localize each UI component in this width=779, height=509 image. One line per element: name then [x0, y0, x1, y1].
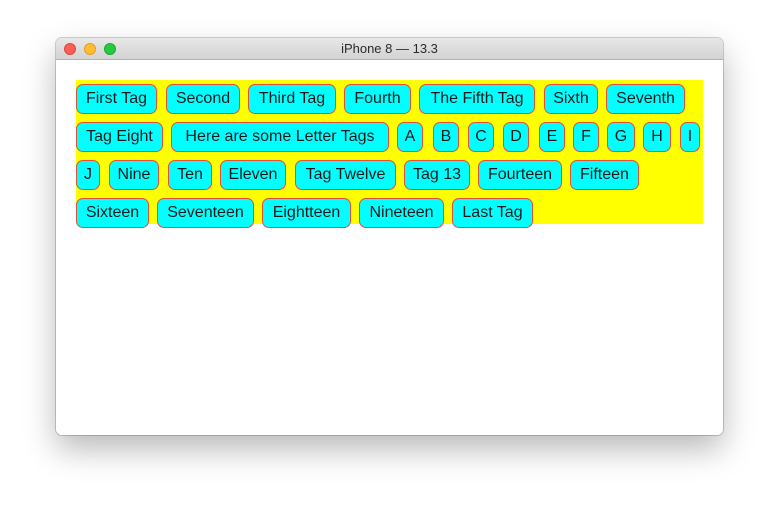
tag-nineteen[interactable]: Nineteen [359, 198, 444, 228]
tag-second[interactable]: Second [166, 84, 240, 114]
tag-f[interactable]: F [573, 122, 599, 152]
tag-i[interactable]: I [680, 122, 700, 152]
tag-tag-13[interactable]: Tag 13 [404, 160, 470, 190]
tag-seventh[interactable]: Seventh [606, 84, 685, 114]
tag-j[interactable]: J [76, 160, 100, 190]
tag-fourth[interactable]: Fourth [344, 84, 411, 114]
tag-b[interactable]: B [433, 122, 459, 152]
tag-e[interactable]: E [539, 122, 565, 152]
tag-c[interactable]: C [468, 122, 494, 152]
tag-tag-eight[interactable]: Tag Eight [76, 122, 163, 152]
tag-d[interactable]: D [503, 122, 529, 152]
tag-seventeen[interactable]: Seventeen [157, 198, 254, 228]
tag-ten[interactable]: Ten [168, 160, 212, 190]
tag-eleven[interactable]: Eleven [220, 160, 286, 190]
tag-the-fifth-tag[interactable]: The Fifth Tag [419, 84, 535, 114]
tag-fourteen[interactable]: Fourteen [478, 160, 562, 190]
tag-eightteen[interactable]: Eightteen [262, 198, 351, 228]
tag-last-tag[interactable]: Last Tag [452, 198, 533, 228]
simulator-window: iPhone 8 — 13.3 First Tag Second Third T… [56, 38, 723, 435]
zoom-window-button[interactable] [104, 43, 116, 55]
window-title: iPhone 8 — 13.3 [341, 41, 438, 56]
tag-tag-twelve[interactable]: Tag Twelve [295, 160, 396, 190]
tag-sixth[interactable]: Sixth [544, 84, 598, 114]
minimize-window-button[interactable] [84, 43, 96, 55]
tag-h[interactable]: H [643, 122, 671, 152]
tag-a[interactable]: A [397, 122, 423, 152]
window-titlebar[interactable]: iPhone 8 — 13.3 [56, 38, 723, 60]
tag-first-tag[interactable]: First Tag [76, 84, 157, 114]
tag-third-tag[interactable]: Third Tag [248, 84, 336, 114]
close-window-button[interactable] [64, 43, 76, 55]
tag-fifteen[interactable]: Fifteen [570, 160, 639, 190]
tag-sixteen[interactable]: Sixteen [76, 198, 149, 228]
tag-here-are-some-letter-tags[interactable]: Here are some Letter Tags [171, 122, 389, 152]
tag-g[interactable]: G [607, 122, 635, 152]
app-content: First Tag Second Third Tag Fourth The Fi… [56, 60, 723, 435]
tag-cloud: First Tag Second Third Tag Fourth The Fi… [76, 80, 703, 228]
tag-nine[interactable]: Nine [109, 160, 159, 190]
